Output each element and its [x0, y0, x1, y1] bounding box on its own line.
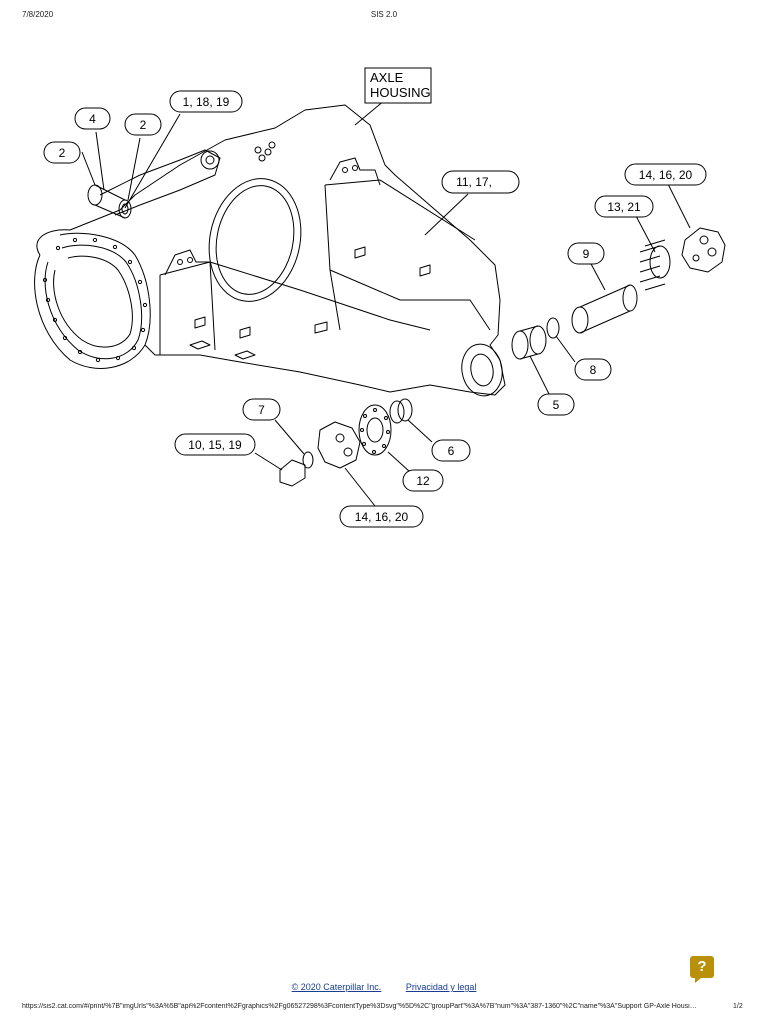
part-5-bushing	[511, 325, 547, 360]
copyright-link[interactable]: © 2020 Caterpillar Inc.	[291, 982, 382, 992]
axle-housing-exploded-diagram: AXLE HOUSING 1, 18, 19 4 2 2 11, 17, 14,…	[0, 50, 768, 540]
part-10-15-19-plate	[279, 459, 306, 487]
callout-14-16-20-bottom: 14, 16, 20	[339, 505, 424, 528]
callout-12: 12	[402, 469, 444, 492]
callout-9: 9	[567, 242, 605, 265]
print-title: SIS 2.0	[370, 10, 398, 19]
axle-housing-label-line1: AXLE	[370, 70, 404, 85]
svg-text:4: 4	[89, 112, 96, 126]
svg-text:11, 17,: 11, 17,	[456, 175, 492, 189]
callout-14-16-20-top: 14, 16, 20	[624, 163, 707, 186]
callout-11-17: 11, 17,	[441, 170, 520, 194]
callout-10-15-19: 10, 15, 19	[174, 433, 256, 456]
question-mark-icon[interactable]: ?	[690, 956, 714, 983]
svg-text:1, 18, 19: 1, 18, 19	[183, 95, 230, 109]
axle-housing-label: AXLE HOUSING	[364, 67, 432, 104]
svg-text:2: 2	[59, 146, 66, 160]
flange-bolt-holes	[42, 237, 148, 363]
svg-text:8: 8	[590, 363, 597, 377]
svg-text:9: 9	[583, 247, 590, 261]
svg-text:12: 12	[416, 474, 430, 488]
part-7-washer	[302, 451, 314, 469]
callout-6: 6	[431, 439, 471, 462]
part-8-ring	[546, 317, 560, 339]
svg-text:2: 2	[140, 118, 147, 132]
callout-8: 8	[574, 358, 612, 381]
svg-text:14, 16, 20: 14, 16, 20	[639, 168, 693, 182]
svg-text:13, 21: 13, 21	[607, 200, 641, 214]
svg-text:7: 7	[258, 403, 265, 417]
callout-1-18-19: 1, 18, 19	[169, 90, 243, 113]
svg-text:10, 15, 19: 10, 15, 19	[188, 438, 242, 452]
part-9-pin	[571, 284, 638, 334]
callout-2-left: 2	[43, 141, 81, 164]
print-url: https://sis2.cat.com/#/print/%7B"imgUrls…	[22, 1003, 697, 1010]
axle-housing-label-line2: HOUSING	[370, 85, 431, 100]
leader-lines	[81, 99, 691, 507]
page-number: 1/2	[733, 1003, 743, 1010]
footer-links: © 2020 Caterpillar Inc. Privacidad y leg…	[0, 982, 768, 992]
callout-4: 4	[74, 107, 111, 130]
svg-text:6: 6	[448, 444, 455, 458]
part-6-ring	[389, 398, 413, 424]
callout-13-21: 13, 21	[594, 195, 654, 218]
callout-7: 7	[242, 398, 281, 421]
part-14-16-20-bottom-cap	[317, 421, 361, 469]
callout-2-right: 2	[124, 113, 162, 136]
part-13-21-bolts	[639, 239, 671, 291]
privacy-link[interactable]: Privacidad y legal	[405, 982, 477, 992]
housing-body	[34, 104, 506, 397]
svg-text:5: 5	[553, 398, 560, 412]
print-date: 7/8/2020	[22, 10, 54, 19]
svg-text:14, 16, 20: 14, 16, 20	[355, 510, 409, 524]
part-14-16-20-top-cap	[681, 227, 726, 273]
callout-5: 5	[537, 393, 575, 416]
part-12-flange	[358, 404, 392, 456]
